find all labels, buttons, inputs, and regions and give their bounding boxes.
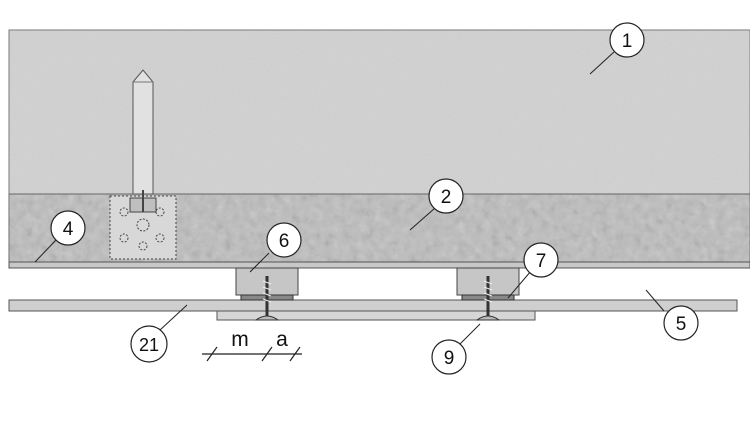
- profile-left: [235, 267, 299, 321]
- callout-2-label: 2: [441, 187, 452, 208]
- callout-5: 5: [663, 305, 699, 341]
- anchor-bracket: [109, 69, 177, 260]
- callout-6: 6: [266, 222, 302, 258]
- callout-5-label: 5: [676, 314, 687, 335]
- dimension-line: m a: [202, 328, 302, 362]
- callout-4-label: 4: [63, 219, 74, 240]
- callout-7-label: 7: [536, 251, 547, 272]
- callout-21: 21: [130, 325, 168, 363]
- screw-right: [475, 276, 501, 321]
- membrane-layer: [8, 261, 750, 269]
- dimension-label-m: m: [231, 328, 249, 351]
- callout-6-label: 6: [279, 231, 290, 252]
- screw-left: [254, 276, 280, 321]
- cladding-board: [8, 299, 738, 312]
- profile-right: [456, 267, 520, 321]
- connection-strip: [216, 310, 536, 321]
- callout-1: 1: [609, 22, 645, 58]
- callout-9: 9: [431, 339, 467, 375]
- callout-9-label: 9: [444, 348, 455, 369]
- callout-1-label: 1: [622, 31, 633, 52]
- dimension-label-a: a: [276, 328, 288, 351]
- leader-lines: [34, 51, 665, 345]
- callout-21-label: 21: [139, 335, 159, 355]
- callout-7: 7: [523, 242, 559, 278]
- callout-2: 2: [428, 178, 464, 214]
- concrete-slab: [8, 29, 750, 195]
- callout-4: 4: [50, 210, 86, 246]
